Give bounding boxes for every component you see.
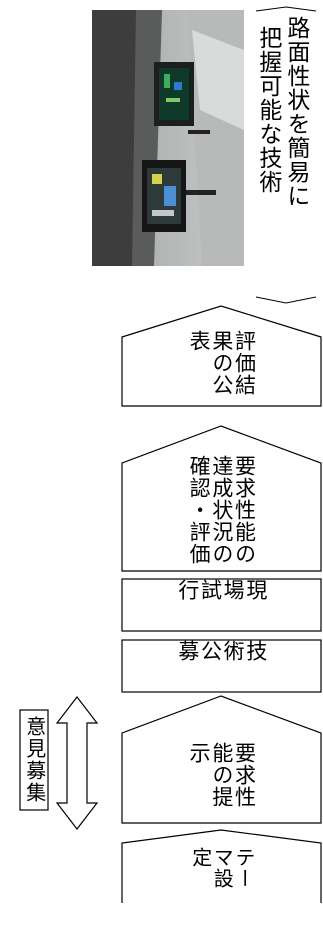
step-label-public-call: 技術公募 [175, 640, 268, 669]
photo-illustration [92, 10, 244, 266]
step-label-publication: 評価結果の公表 [187, 330, 257, 396]
caption-bracket [255, 6, 317, 304]
step-shape-theme [121, 829, 322, 903]
feedback-box [19, 709, 49, 811]
step-publication: 評価結果の公表 [122, 328, 321, 404]
caption-line-2: 把握可能な技術 [254, 26, 281, 194]
feedback-label-wrap: 意見募集 [20, 710, 48, 810]
step-label-theme: テーマ設定 [189, 847, 254, 889]
feedback-double-arrow [55, 696, 99, 830]
step-field-trial: 現場試行 [122, 579, 321, 631]
step-shape-publication [121, 305, 322, 407]
step-label-requirements: 要求性能の提示 [187, 742, 257, 808]
step-achievement: 要求性能の達成状況の確認・評価 [122, 452, 321, 567]
step-label-achievement: 要求性能の達成状況の確認・評価 [187, 454, 257, 565]
step-shape-field-trial [121, 578, 322, 632]
step-shape-requirements [121, 695, 322, 824]
step-shape-public-call [121, 639, 322, 693]
step-requirements: 要求性能の提示 [122, 736, 321, 820]
caption-line-1: 路面性状を簡易に [282, 16, 309, 208]
step-shape-achievement [121, 425, 322, 572]
step-theme: テーマ設定 [122, 843, 321, 903]
road-survey-photo [92, 10, 244, 266]
feedback-label: 意見募集 [22, 716, 47, 804]
step-public-call: 技術公募 [122, 640, 321, 692]
step-label-field-trial: 現場試行 [175, 579, 268, 608]
